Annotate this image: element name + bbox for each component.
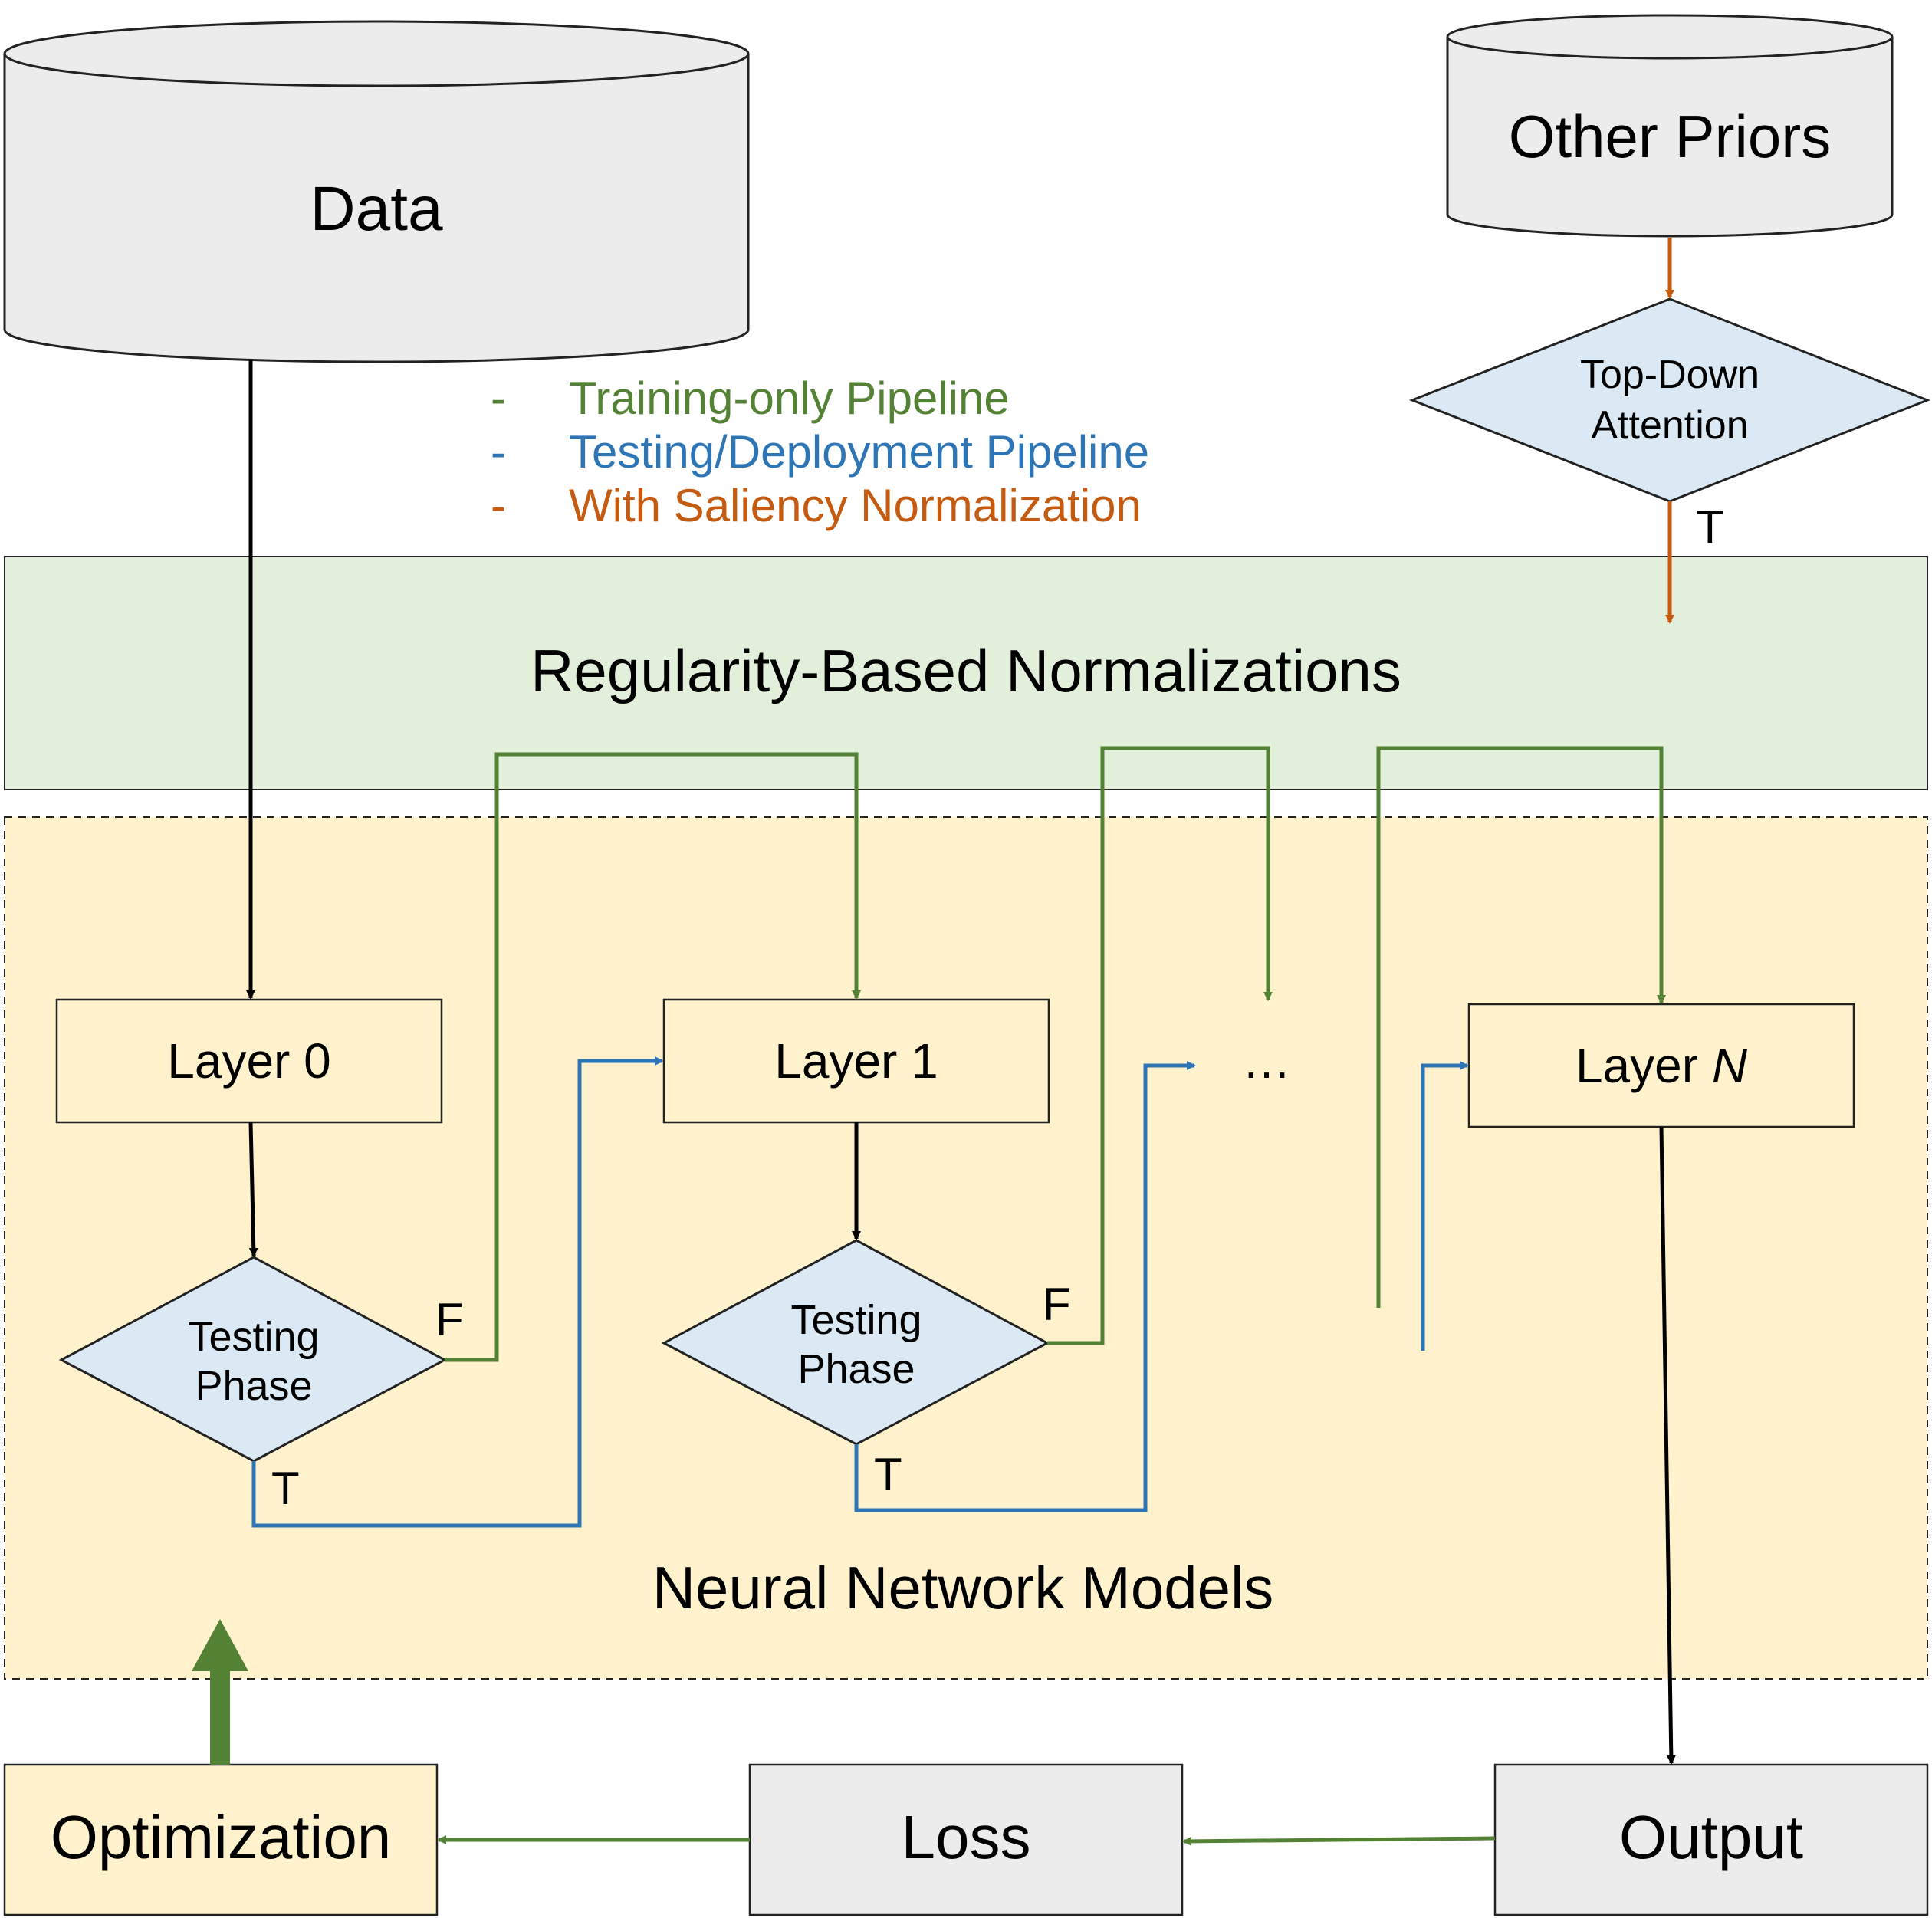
attention-true-label: T [1696,501,1724,553]
priors-store-label: Other Priors [1509,103,1831,170]
data-store: Data [3,20,750,363]
testing-phase-1-line2: Phase [797,1346,915,1392]
testing-phase-1-line1: Testing [790,1297,922,1343]
legend-item-testing: - Testing/Deployment Pipeline [491,426,1149,478]
testing-phase-0-line2: Phase [195,1363,312,1409]
regularity-band [4,556,1928,790]
layer-n-label: Layer N [1576,1038,1748,1093]
legend-item-saliency: - With Saliency Normalization [491,480,1142,531]
arrow-layer0-to-diamond0 [248,1122,258,1257]
legend-text: Testing/Deployment Pipeline [569,426,1149,478]
attention-line2: Attention [1591,403,1748,448]
arrow-diamond1-false-to-ellipsis [1047,746,1273,1345]
legend: - Training-only Pipeline - Testing/Deplo… [491,373,1149,531]
testing-phase-0-false-label: F [435,1294,464,1345]
testing-phase-0-true-label: T [271,1463,300,1514]
layers-ellipsis: … [1242,1033,1291,1089]
optimization-box [3,1763,439,1916]
nn-region [4,816,1928,1680]
testing-phase-1-true-label: T [874,1449,902,1500]
output-label: Output [1619,1803,1803,1871]
arrow-testing-to-layern [1421,1061,1469,1351]
arrow-diamond0-true-to-layer1 [251,1056,664,1528]
regularity-label: Regularity-Based Normalizations [531,637,1401,704]
arrow-diamond1-true-to-ellipsis [854,1061,1196,1512]
legend-item-training: - Training-only Pipeline [491,373,1010,424]
attention-diamond: Top-Down Attention [1408,297,1931,503]
legend-dash: - [491,480,506,531]
testing-phase-diamond-1: Testing Phase [661,1239,1050,1446]
legend-text: With Saliency Normalization [569,480,1142,531]
optimization-label: Optimization [51,1803,392,1871]
arrow-layern-to-output [1659,1126,1676,1765]
layer-n-prefix: Layer [1576,1038,1712,1093]
layer-1-label: Layer 1 [774,1033,938,1089]
arrow-diamond0-false-to-layer1 [445,752,861,1362]
legend-dash: - [491,426,506,478]
arrow-optimization-to-nn [192,1619,248,1765]
priors-store: Other Priors [1446,14,1894,238]
output-box [1493,1763,1929,1916]
layer-1-box [662,998,1050,1124]
legend-text: Training-only Pipeline [569,373,1010,424]
layer-n-box [1467,1003,1855,1128]
layer-0-label: Layer 0 [167,1033,330,1089]
arrow-output-to-loss [1182,1836,1496,1846]
nn-label: Neural Network Models [652,1554,1274,1621]
loss-label: Loss [902,1803,1031,1871]
attention-line1: Top-Down [1580,353,1760,397]
testing-phase-0-line1: Testing [188,1314,319,1360]
layer-0-box [55,998,443,1124]
testing-phase-diamond-0: Testing Phase [58,1256,448,1463]
layer-n-index: N [1712,1038,1748,1093]
testing-phase-1-false-label: F [1043,1279,1071,1330]
data-store-label: Data [310,174,443,244]
arrow-training-to-layern [1376,746,1666,1308]
legend-dash: - [491,373,506,424]
